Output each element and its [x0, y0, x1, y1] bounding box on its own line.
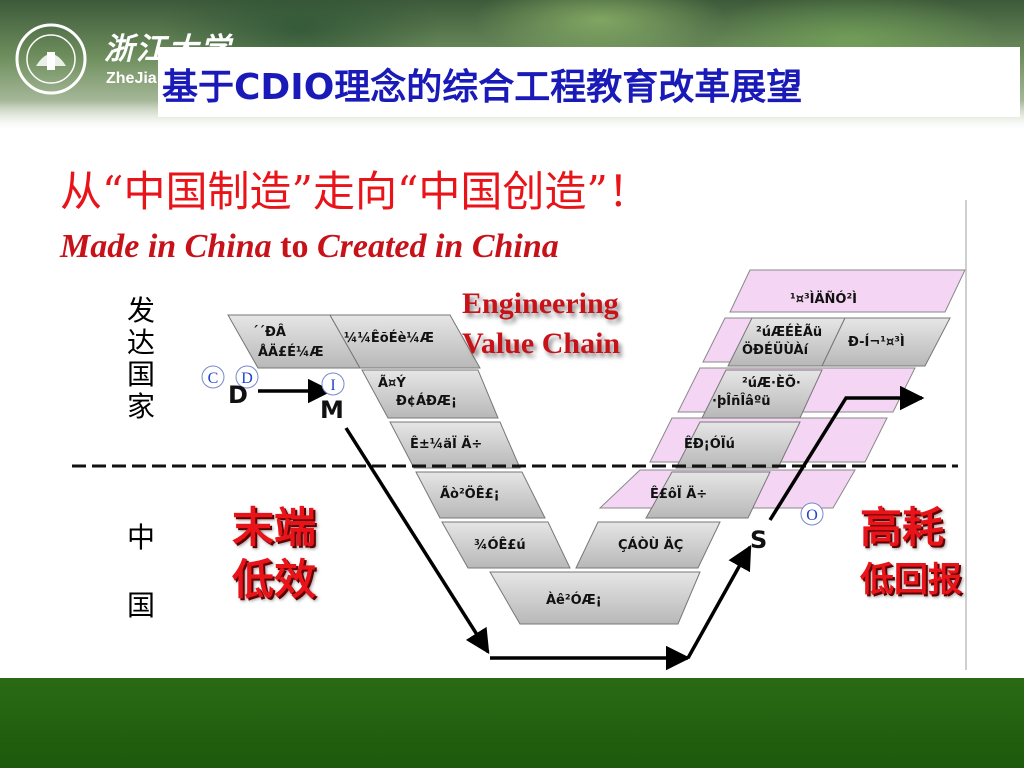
block-label: Ð-Í¬¹¤³Ì: [848, 334, 905, 350]
v-block: [361, 369, 499, 419]
label-developed-countries: 发 达 国 家: [124, 295, 158, 423]
slide-subtitle: Made in China to Created in China: [60, 228, 559, 266]
arrow-m-down: [344, 427, 490, 655]
block-label: ÊÐ¡ÓÏú: [684, 436, 735, 452]
block-label: Àê²ÓÆ¡: [546, 592, 602, 608]
subtitle-to: to: [271, 228, 317, 265]
v-block: [329, 314, 481, 369]
label-low-end-2: 低效: [232, 555, 317, 604]
label-low-end-1: 末端: [232, 503, 317, 552]
block-label: Ð¢ÁÐÆ¡: [396, 393, 457, 409]
label-low-end: 末端 低效: [232, 502, 316, 606]
evc-line-1: Engineering: [462, 287, 619, 320]
title-box: [158, 47, 1020, 117]
v-block-bottom: [489, 571, 701, 625]
side-char: 家: [126, 390, 155, 423]
side-char: 发: [126, 294, 155, 327]
arrow-up-to-s: [686, 544, 752, 659]
v-block: [575, 521, 721, 569]
footer-bar: [0, 678, 1024, 768]
block-label: Ê£ôÏ Ä÷: [650, 486, 707, 502]
block-label: ¼¼ÊõÉè¼Æ: [344, 330, 434, 346]
block-label: ÖÐÉÜÙÀí: [742, 342, 810, 358]
slide-title: 基于CDIO理念的综合工程教育改革展望: [162, 67, 803, 108]
university-logo-en: ZheJia: [106, 70, 157, 87]
label-high-consumption-2: 低回报: [860, 560, 962, 600]
v-block: [415, 471, 546, 519]
v-block: [675, 421, 801, 469]
letter-o: O: [806, 507, 818, 524]
phase-letters: D M S: [228, 381, 767, 554]
evc-line-2: Value Chain: [462, 327, 621, 360]
block-labels: ´´ÐÂ ÅÄ£É¼Æ ¼¼ÊõÉè¼Æ Ã¤Ý Ð¢ÁÐÆ¡ Ê±¼äÏ Ä÷…: [252, 291, 905, 608]
side-char: 国: [126, 589, 155, 622]
block-label: ´´ÐÂ: [252, 324, 286, 340]
subtitle-made-in-china: Made in China: [60, 228, 272, 265]
letter-i: I: [330, 377, 335, 394]
letter-c: C: [208, 370, 219, 387]
v-block: [441, 521, 571, 569]
right-v-blocks: [575, 317, 951, 569]
subtitle-created-in-china: Created in China: [316, 228, 559, 265]
v-block: [389, 421, 521, 469]
block-label: ÇÁÒÙ ÄÇ: [618, 537, 683, 553]
label-high-consumption-1: 高耗: [860, 503, 945, 552]
block-label: ²úÆ·ÈÕ·: [742, 375, 801, 391]
block-label: ÅÄ£É¼Æ: [258, 344, 324, 360]
side-char: 国: [126, 358, 155, 391]
letter-s-big: S: [750, 526, 767, 554]
v-block: [701, 369, 823, 419]
engineering-value-chain-label: Engineering Value Chain: [462, 284, 677, 364]
letter-markers: C D I O: [201, 365, 824, 526]
v-block: [821, 317, 951, 367]
letter-m-big: M: [320, 396, 344, 424]
pink-block: [729, 269, 966, 313]
side-char: 达: [126, 326, 155, 359]
block-label: ²úÆÉÈÃü: [756, 324, 822, 340]
block-label: ¾ÓÊ£ú: [474, 537, 526, 553]
v-block: [645, 471, 771, 519]
label-high-consumption: 高耗 低回报: [860, 502, 962, 606]
letter-d-big: D: [228, 381, 248, 409]
block-label: Ãò²ÖÊ£¡: [440, 486, 500, 502]
university-emblem-icon: [15, 23, 87, 95]
block-label: Ã¤Ý: [378, 375, 406, 391]
side-char: 中: [126, 521, 155, 554]
block-label: ·þÎñÎâºü: [712, 393, 771, 409]
arrow-s-up: [768, 385, 925, 521]
letter-d-small: D: [241, 370, 253, 387]
flow-arrows: [258, 378, 925, 671]
block-label: ¹¤³ÌÄÑÓ²Ì: [790, 291, 857, 307]
label-china: 中 国: [124, 522, 158, 622]
left-v-blocks: [227, 314, 701, 625]
block-label: Ê±¼äÏ Ä÷: [410, 436, 482, 452]
slide-headline: 从“中国制造”走向“中国创造”！: [60, 167, 650, 216]
